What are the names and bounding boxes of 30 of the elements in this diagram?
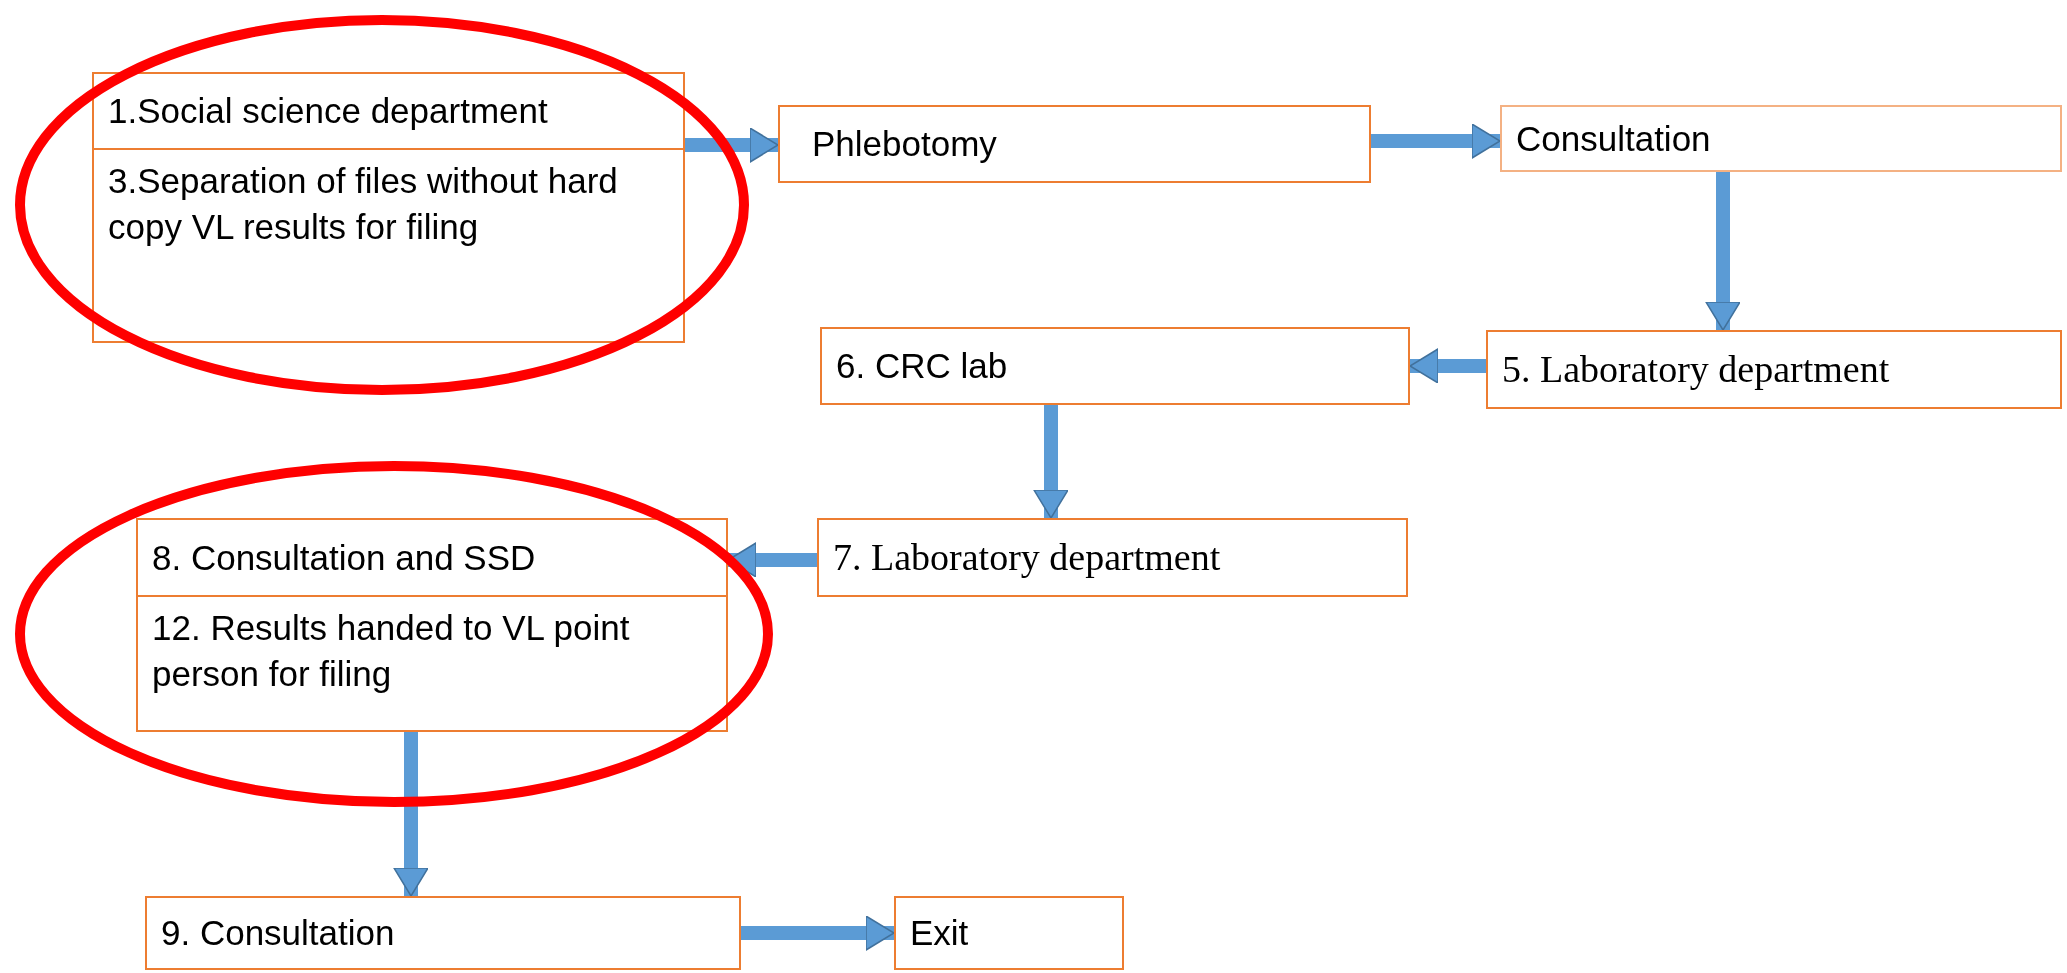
process-box xyxy=(820,327,1410,405)
step-label: 5. Laboratory department xyxy=(1502,346,1890,392)
process-box xyxy=(894,896,1124,970)
step-label: Phlebotomy xyxy=(812,123,997,166)
process-box xyxy=(92,148,685,343)
process-box xyxy=(817,518,1408,597)
block-arrow xyxy=(1409,348,1486,384)
block-arrow xyxy=(393,732,429,897)
step-label: 12. Results handed to VL point person for filing xyxy=(152,607,631,695)
block-arrow xyxy=(685,127,779,163)
process-box xyxy=(1500,105,2062,172)
process-box xyxy=(1486,330,2062,409)
step-label: 3.Separation of files without hard copy VL results for filing xyxy=(108,160,619,248)
step-label: 8. Consultation and SSD xyxy=(152,536,536,579)
step-label: 7. Laboratory department xyxy=(833,534,1221,580)
step-label: 9. Consultation xyxy=(161,912,395,955)
block-arrow xyxy=(1705,172,1741,331)
block-arrow xyxy=(1371,123,1501,159)
block-arrow xyxy=(1033,405,1069,519)
process-box xyxy=(92,72,685,150)
step-label: Consultation xyxy=(1516,117,1711,160)
process-box xyxy=(136,595,728,732)
process-box xyxy=(145,896,741,970)
process-box xyxy=(136,518,728,597)
step-label: 1.Social science department xyxy=(108,90,548,133)
step-label: Exit xyxy=(910,912,969,955)
block-arrow xyxy=(741,915,895,951)
process-box xyxy=(778,105,1371,183)
block-arrow xyxy=(727,542,817,578)
step-label: 6. CRC lab xyxy=(836,345,1008,388)
